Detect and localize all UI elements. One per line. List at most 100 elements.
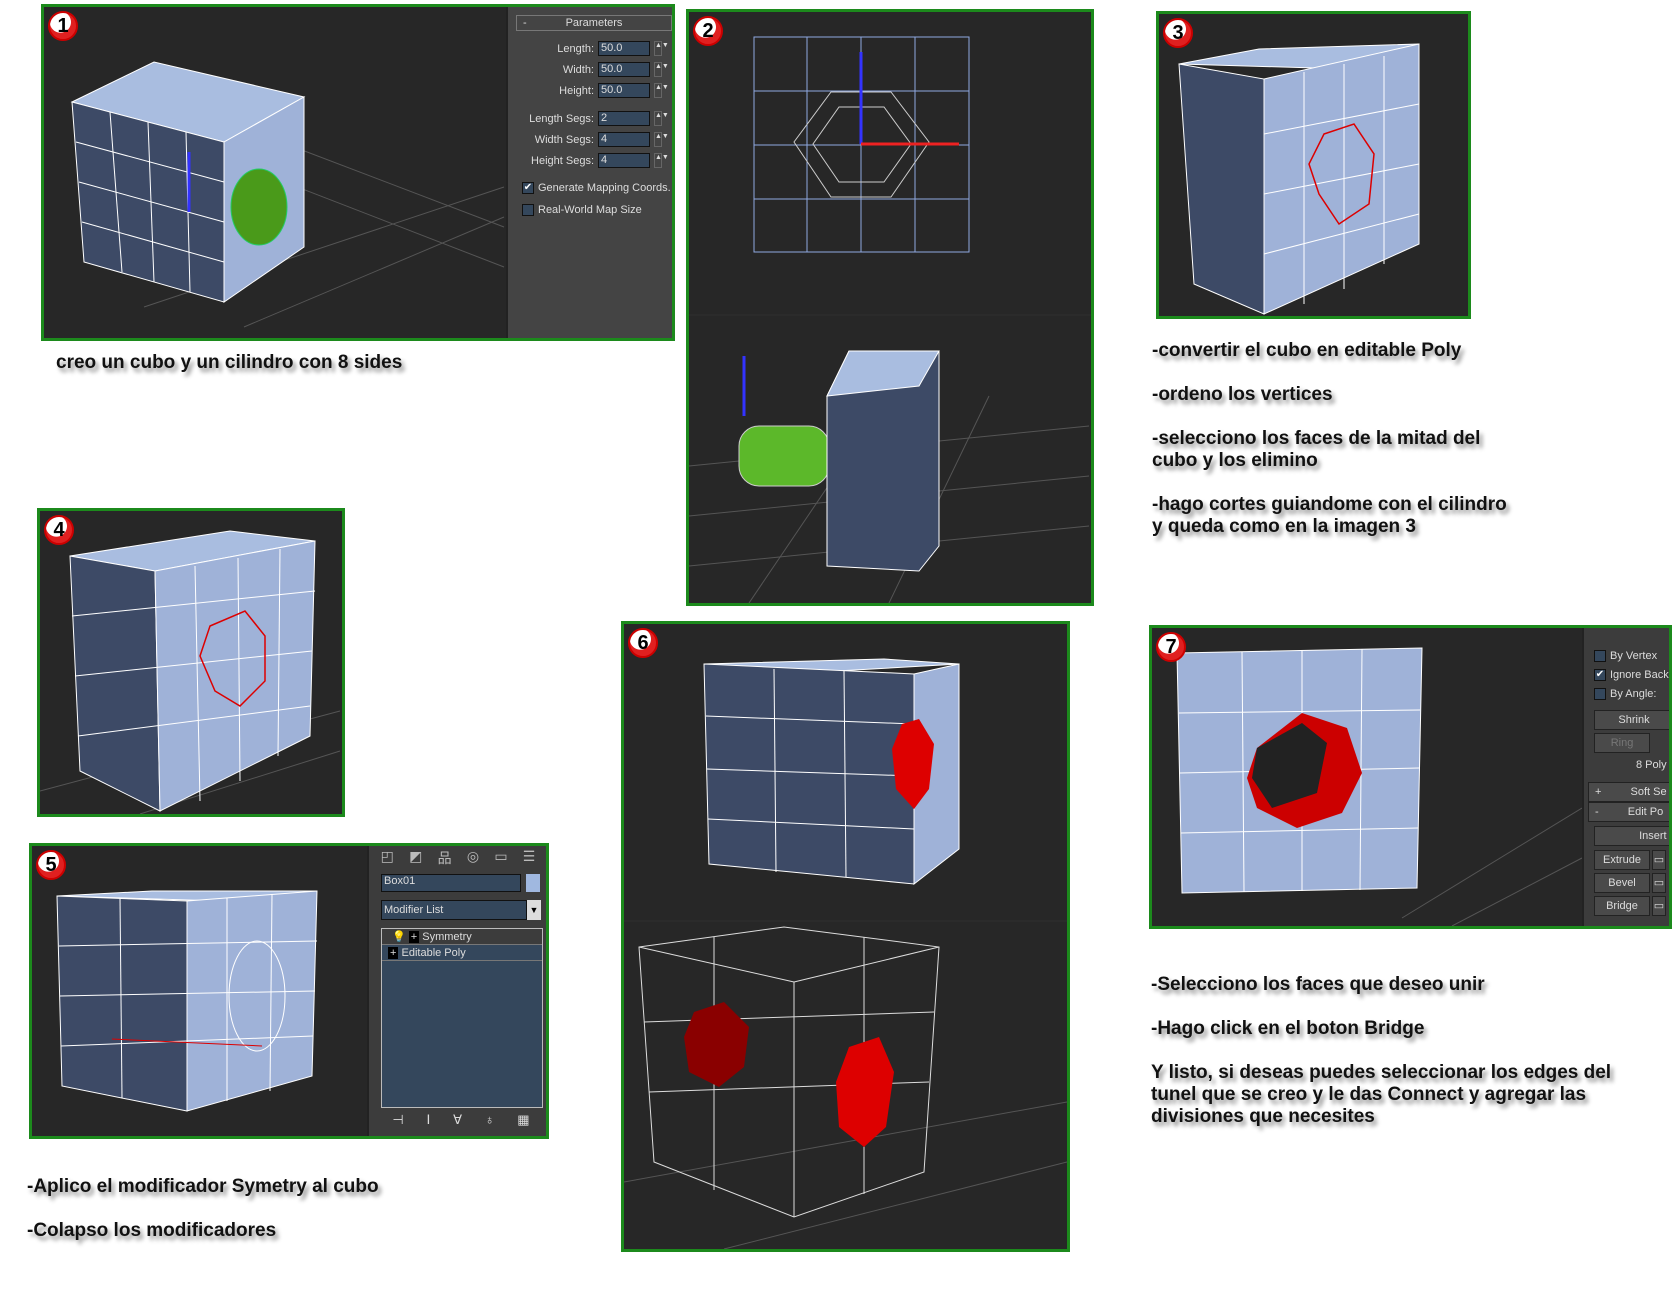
instruction-line: cubo y los elimino xyxy=(1152,450,1318,471)
step-3-panel: 3 xyxy=(1156,11,1471,319)
collapse-toggle[interactable]: - xyxy=(523,17,527,29)
make-unique-icon[interactable]: ∀ xyxy=(453,1112,462,1127)
width-spinner[interactable]: ▲▼ xyxy=(654,62,669,77)
checkbox-empty-icon xyxy=(1594,650,1606,662)
symmetry-cube-scene xyxy=(56,890,318,1112)
step-number: 3 xyxy=(1172,22,1184,44)
front-view-scene xyxy=(753,36,970,253)
soft-selection-rollout[interactable]: + Soft Se xyxy=(1588,782,1669,802)
length-input[interactable]: 50.0 xyxy=(598,41,650,56)
by-vertex-checkbox[interactable]: By Vertex xyxy=(1594,650,1657,662)
pin-stack-icon[interactable]: ⊣ xyxy=(392,1112,404,1127)
height-segs-label: Height Segs: xyxy=(531,154,594,167)
by-vertex-label: By Vertex xyxy=(1610,650,1658,662)
stack-item-symmetry[interactable]: 💡 + Symmetry xyxy=(382,929,542,945)
dropdown-arrow-icon[interactable]: ▼ xyxy=(527,900,541,920)
width-input[interactable]: 50.0 xyxy=(598,62,650,77)
instruction-line: tunel que se creo y le das Connect y agr… xyxy=(1151,1084,1587,1105)
ignore-backfacing-checkbox[interactable]: ✔Ignore Back xyxy=(1594,669,1669,681)
viewport-perspective[interactable] xyxy=(1152,628,1582,926)
by-angle-checkbox[interactable]: By Angle: xyxy=(1594,688,1656,700)
height-segs-spinner[interactable]: ▲▼ xyxy=(654,153,669,168)
height-row: Height:50.0▲▼ xyxy=(508,83,669,98)
modify-tab-icon[interactable]: ◩ xyxy=(409,848,423,864)
bridge-settings-icon[interactable]: ▭ xyxy=(1652,896,1666,916)
viewport-perspective[interactable] xyxy=(32,846,367,1136)
expand-toggle: + xyxy=(1595,786,1602,798)
step-number: 2 xyxy=(702,20,714,42)
instruction-line: -Hago click en el boton Bridge xyxy=(1151,1018,1425,1039)
step-number: 5 xyxy=(45,854,57,876)
insert-vertex-button[interactable]: Insert V xyxy=(1594,826,1669,846)
object-color-swatch[interactable] xyxy=(526,874,540,892)
generate-mapping-checkbox[interactable]: ✔Generate Mapping Coords. xyxy=(522,182,671,194)
modifier-stack: 💡 + Symmetry + Editable Poly xyxy=(381,928,543,1108)
step-7-panel: 7 By Vertex ✔Ignore Back By Angle: Shrin… xyxy=(1149,625,1672,929)
modifier-list-dropdown[interactable]: Modifier List xyxy=(381,900,527,920)
viewport-perspective[interactable] xyxy=(44,7,506,338)
step-number-badge: 6 xyxy=(628,628,658,658)
remove-modifier-icon[interactable]: ♁ xyxy=(484,1112,495,1127)
lightbulb-icon[interactable]: 💡 xyxy=(392,931,406,943)
instruction-line: -ordeno los vertices xyxy=(1152,384,1333,405)
viewport-perspective[interactable] xyxy=(1159,14,1468,316)
hierarchy-tab-icon[interactable]: 品 xyxy=(437,850,452,866)
length-segs-spinner[interactable]: ▲▼ xyxy=(654,111,669,126)
step-number-badge: 4 xyxy=(44,515,74,545)
stack-toolbar: ⊣ Ⅰ ∀ ♁ ▦ xyxy=(381,1112,541,1128)
instruction-line: -convertir el cubo en editable Poly xyxy=(1152,340,1462,361)
extrude-button[interactable]: Extrude xyxy=(1594,850,1650,870)
length-spinner[interactable]: ▲▼ xyxy=(654,41,669,56)
bevel-settings-icon[interactable]: ▭ xyxy=(1652,873,1666,893)
rollout-title[interactable]: Parameters xyxy=(565,17,623,29)
parameters-rollout: - Parameters Length:50.0▲▼ Width:50.0▲▼ … xyxy=(506,7,672,338)
step-number: 6 xyxy=(637,632,649,654)
step-6-panel: 6 xyxy=(621,621,1070,1252)
height-input[interactable]: 50.0 xyxy=(598,83,650,98)
edit-polygons-rollout[interactable]: - Edit Po xyxy=(1588,802,1669,822)
length-row: Length:50.0▲▼ xyxy=(508,41,669,56)
width-segs-input[interactable]: 4 xyxy=(598,132,650,147)
command-panel-tabs: ◰ ◩ 品 ◎ ▭ ☰ xyxy=(373,848,543,868)
checkbox-empty-icon xyxy=(522,204,534,216)
step-5-panel: 5 ◰ ◩ 品 ◎ ▭ ☰ Box01 Modifier List ▼ 💡 + Symme… xyxy=(29,843,549,1139)
expand-icon[interactable]: + xyxy=(408,931,420,943)
extrude-settings-icon[interactable]: ▭ xyxy=(1652,850,1666,870)
show-end-result-icon[interactable]: Ⅰ xyxy=(426,1112,431,1127)
viewport-perspective-bottom[interactable] xyxy=(624,922,1067,1249)
height-segs-input[interactable]: 4 xyxy=(598,153,650,168)
object-name-input[interactable]: Box01 xyxy=(381,874,521,892)
step-number-badge: 7 xyxy=(1156,632,1186,662)
bridge-button[interactable]: Bridge xyxy=(1594,896,1650,916)
shrink-button[interactable]: Shrink xyxy=(1594,710,1669,730)
bevel-button[interactable]: Bevel xyxy=(1594,873,1650,893)
stack-item-editable-poly[interactable]: + Editable Poly xyxy=(382,945,542,961)
expand-icon[interactable]: + xyxy=(388,947,399,959)
length-segs-input[interactable]: 2 xyxy=(598,111,650,126)
checkmark-icon: ✔ xyxy=(522,182,534,194)
configure-sets-icon[interactable]: ▦ xyxy=(517,1112,530,1127)
checkmark-icon: ✔ xyxy=(1594,669,1606,681)
instruction-line: Y listo, si deseas puedes seleccionar lo… xyxy=(1151,1062,1612,1083)
height-spinner[interactable]: ▲▼ xyxy=(654,83,669,98)
viewport-perspective[interactable] xyxy=(689,316,1091,603)
viewport-perspective-top[interactable] xyxy=(624,624,1067,920)
selected-faces-scene xyxy=(703,658,960,886)
utilities-tab-icon[interactable]: ☰ xyxy=(522,848,536,864)
step-5-instruction: -Aplico el modificador Symetry al cubo xyxy=(27,1176,379,1197)
width-segs-spinner[interactable]: ▲▼ xyxy=(654,132,669,147)
motion-tab-icon[interactable]: ◎ xyxy=(466,848,480,864)
ring-button[interactable]: Ring xyxy=(1594,733,1650,753)
step-number-badge: 2 xyxy=(693,16,723,46)
cut-cube-scene xyxy=(40,530,341,814)
viewport-front[interactable] xyxy=(689,12,1091,314)
length-segs-label: Length Segs: xyxy=(529,112,594,125)
display-tab-icon[interactable]: ▭ xyxy=(494,848,508,864)
checkbox-empty-icon xyxy=(1594,688,1606,700)
step-number-badge: 5 xyxy=(36,850,66,880)
wireframe-scene xyxy=(624,926,1067,1249)
real-world-checkbox[interactable]: Real-World Map Size xyxy=(522,204,642,216)
step-1-panel: 1 - Parameters Length:50.0▲▼ Width:50.0▲… xyxy=(41,4,675,341)
viewport-perspective[interactable] xyxy=(40,511,342,814)
create-tab-icon[interactable]: ◰ xyxy=(380,848,394,864)
